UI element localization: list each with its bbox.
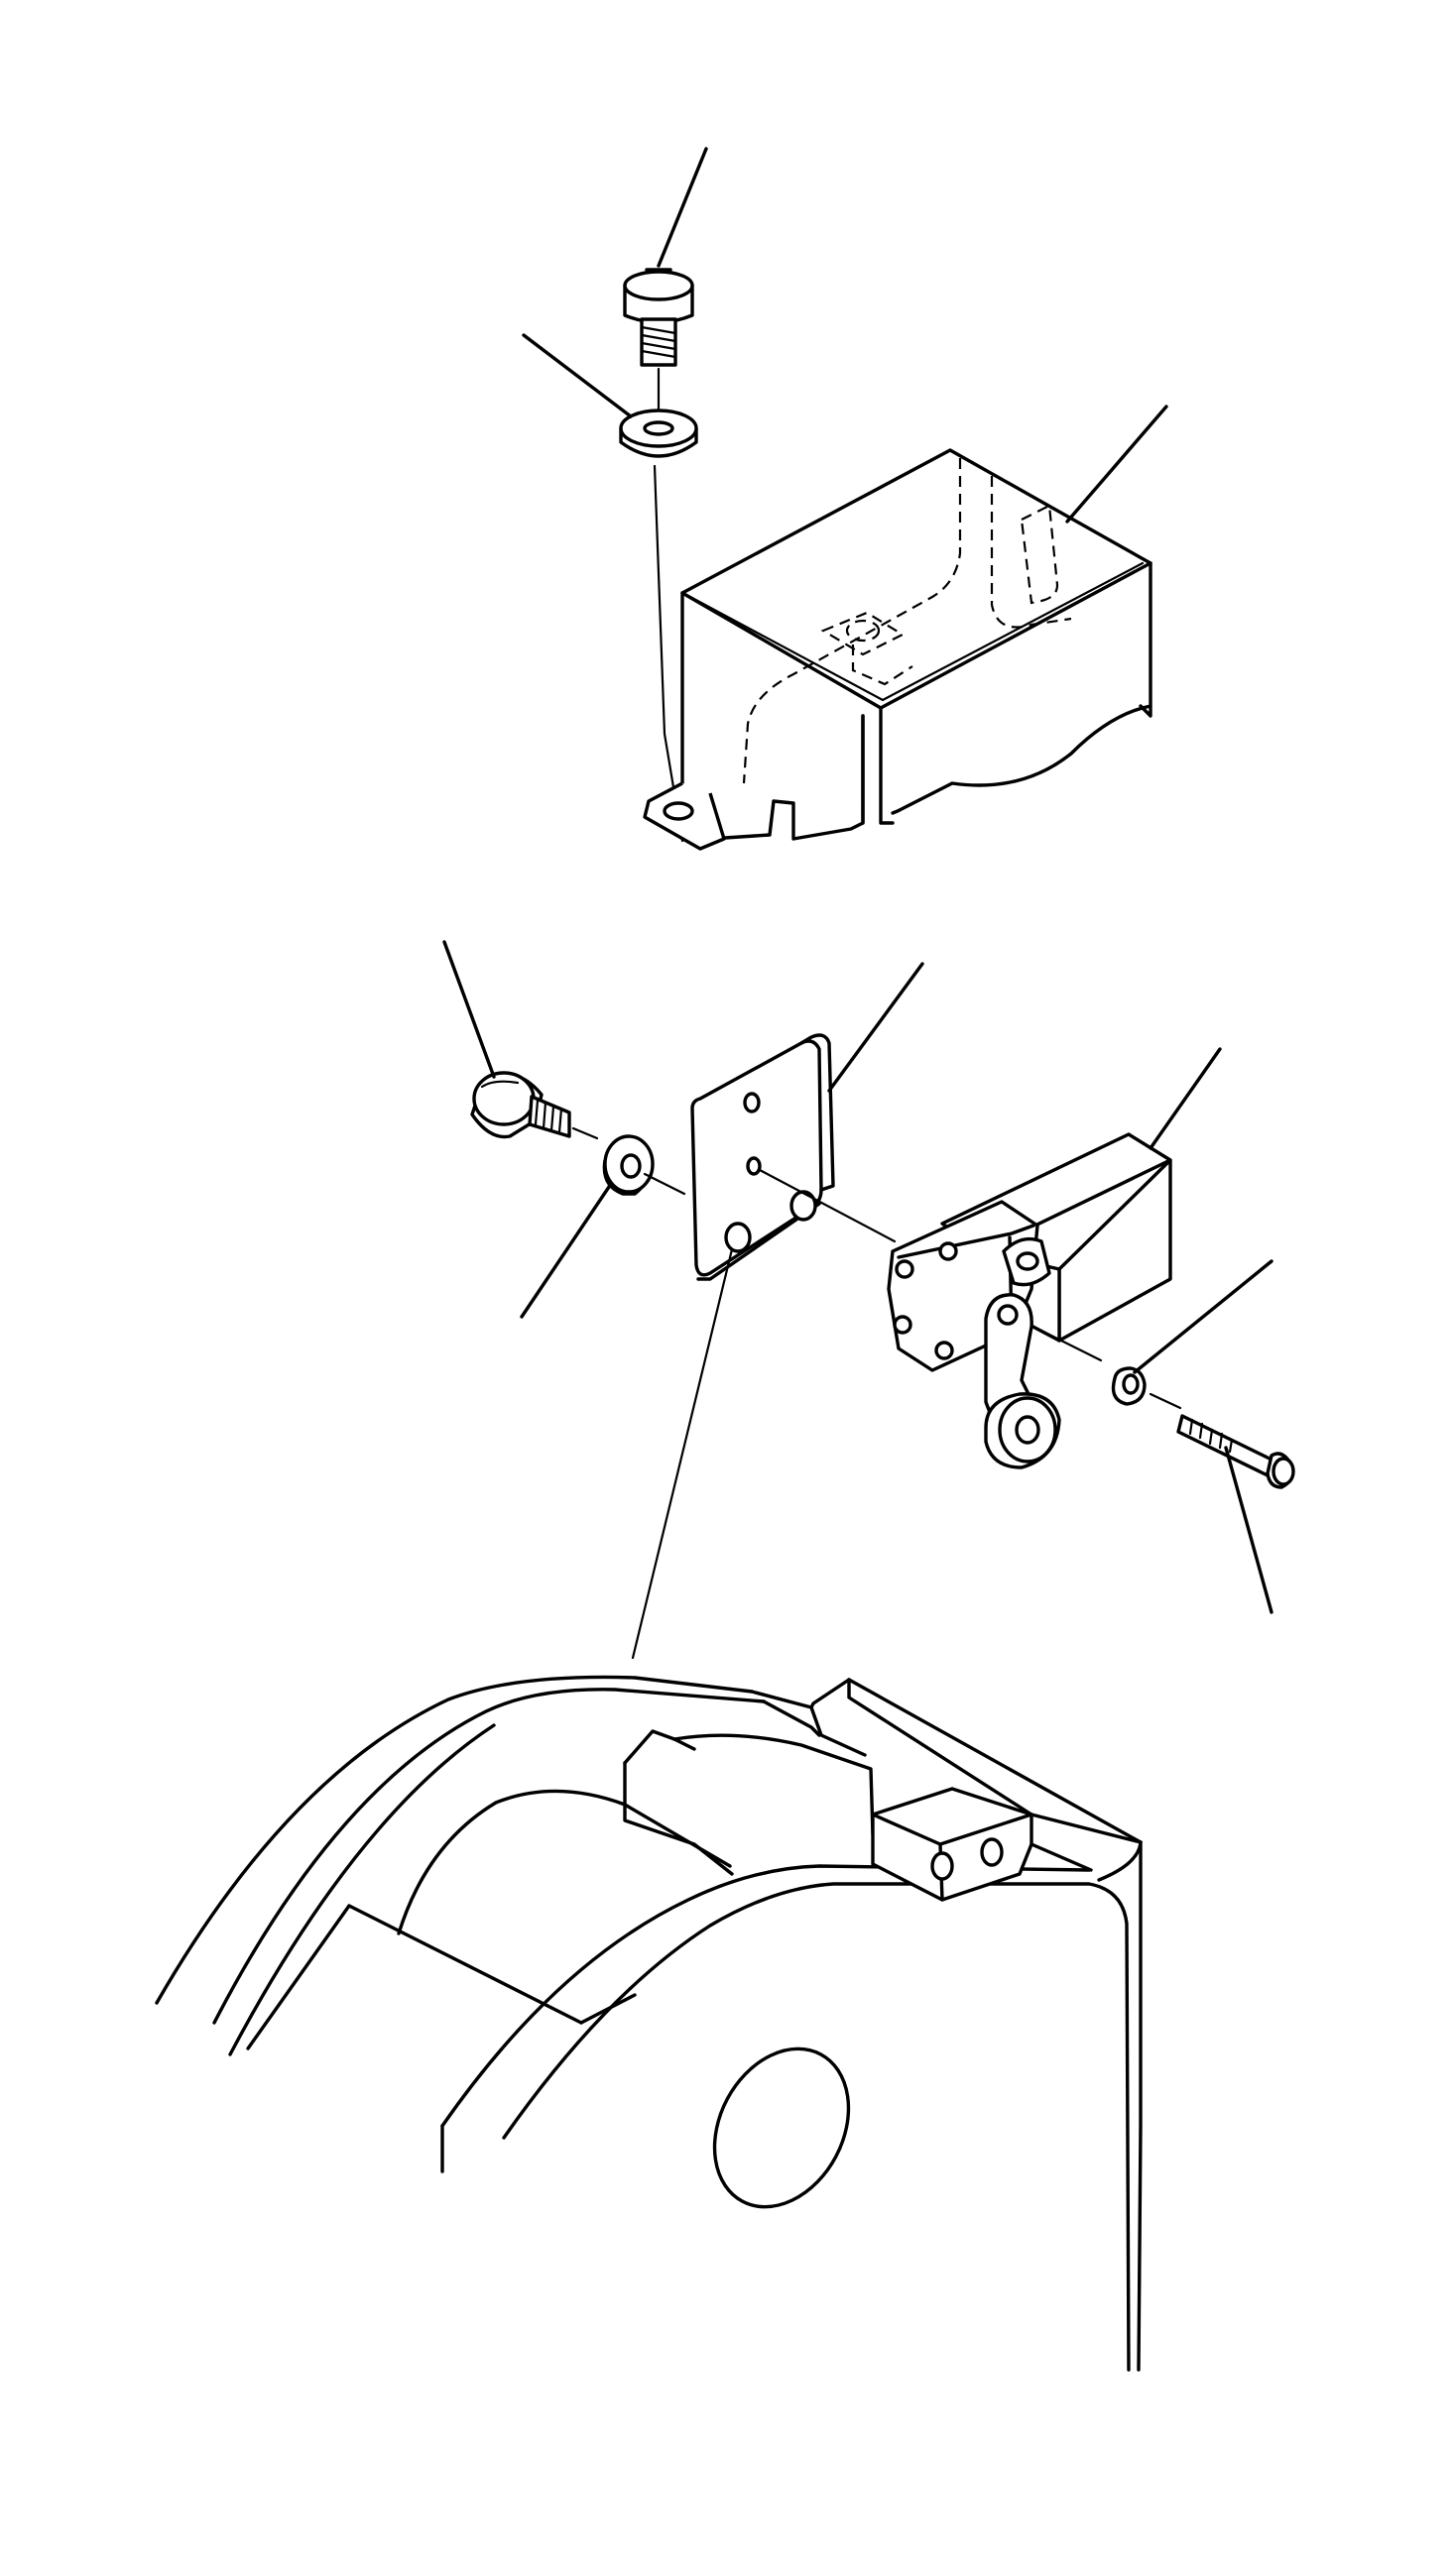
washer-left <box>520 1134 686 1319</box>
washer-top <box>522 333 698 843</box>
switch-cover <box>643 405 1168 851</box>
cap-screw-left <box>442 940 599 1140</box>
lock-washer <box>1111 1259 1273 1410</box>
machine-housing <box>155 1675 1143 2372</box>
cap-screw-top <box>623 147 708 367</box>
mounting-plate <box>631 962 924 1660</box>
limit-switch <box>887 1047 1222 1469</box>
machine-screw <box>1176 1414 1295 1614</box>
